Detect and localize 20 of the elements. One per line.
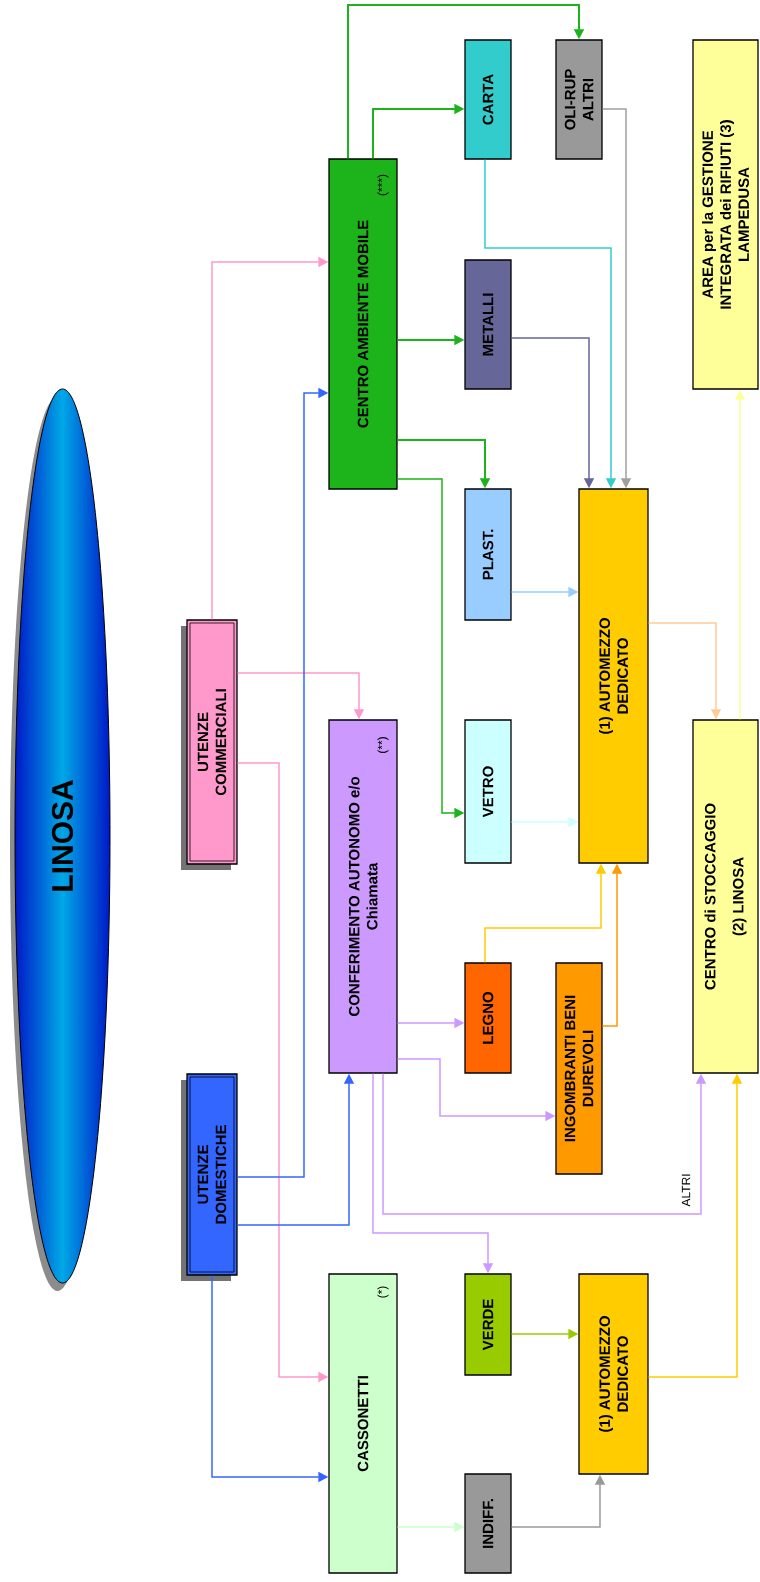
- process-box: VETRO: [464, 719, 512, 864]
- arrow: [347, 4, 585, 160]
- process-box: INDIFF.: [464, 1473, 512, 1574]
- process-box: UTENZE DOMESTICHE: [181, 1073, 238, 1281]
- process-box: CENTRO di STOCCAGGIO (2) LINOSA: [692, 719, 759, 1074]
- process-box: METALLI: [464, 259, 512, 390]
- process-box: VERDE: [464, 1273, 512, 1376]
- process-box: INGOMBRANTI BENI DUREVOLI: [555, 962, 603, 1175]
- footnote-mark: (*): [377, 1286, 389, 1298]
- process-box: UTENZE COMMERCIALI: [181, 619, 238, 870]
- process-box: OLI-RUP ALTRI: [555, 39, 603, 160]
- footnote-mark: (***): [377, 174, 389, 196]
- footnote-mark: (**): [377, 737, 389, 753]
- process-box: PLAST.: [464, 488, 512, 621]
- process-box: (1) AUTOMEZZO DEDICATO: [578, 1273, 649, 1475]
- process-box: (1) AUTOMEZZO DEDICATO: [578, 488, 649, 864]
- process-box: LEGNO: [464, 962, 512, 1074]
- process-box: AREA per la GESTIONE INTEGRATA dei RIFIUTI (3) LAMPEDUSA: [692, 39, 759, 390]
- edge-label: ALTRI: [680, 1172, 692, 1208]
- process-box: CARTA: [464, 39, 512, 160]
